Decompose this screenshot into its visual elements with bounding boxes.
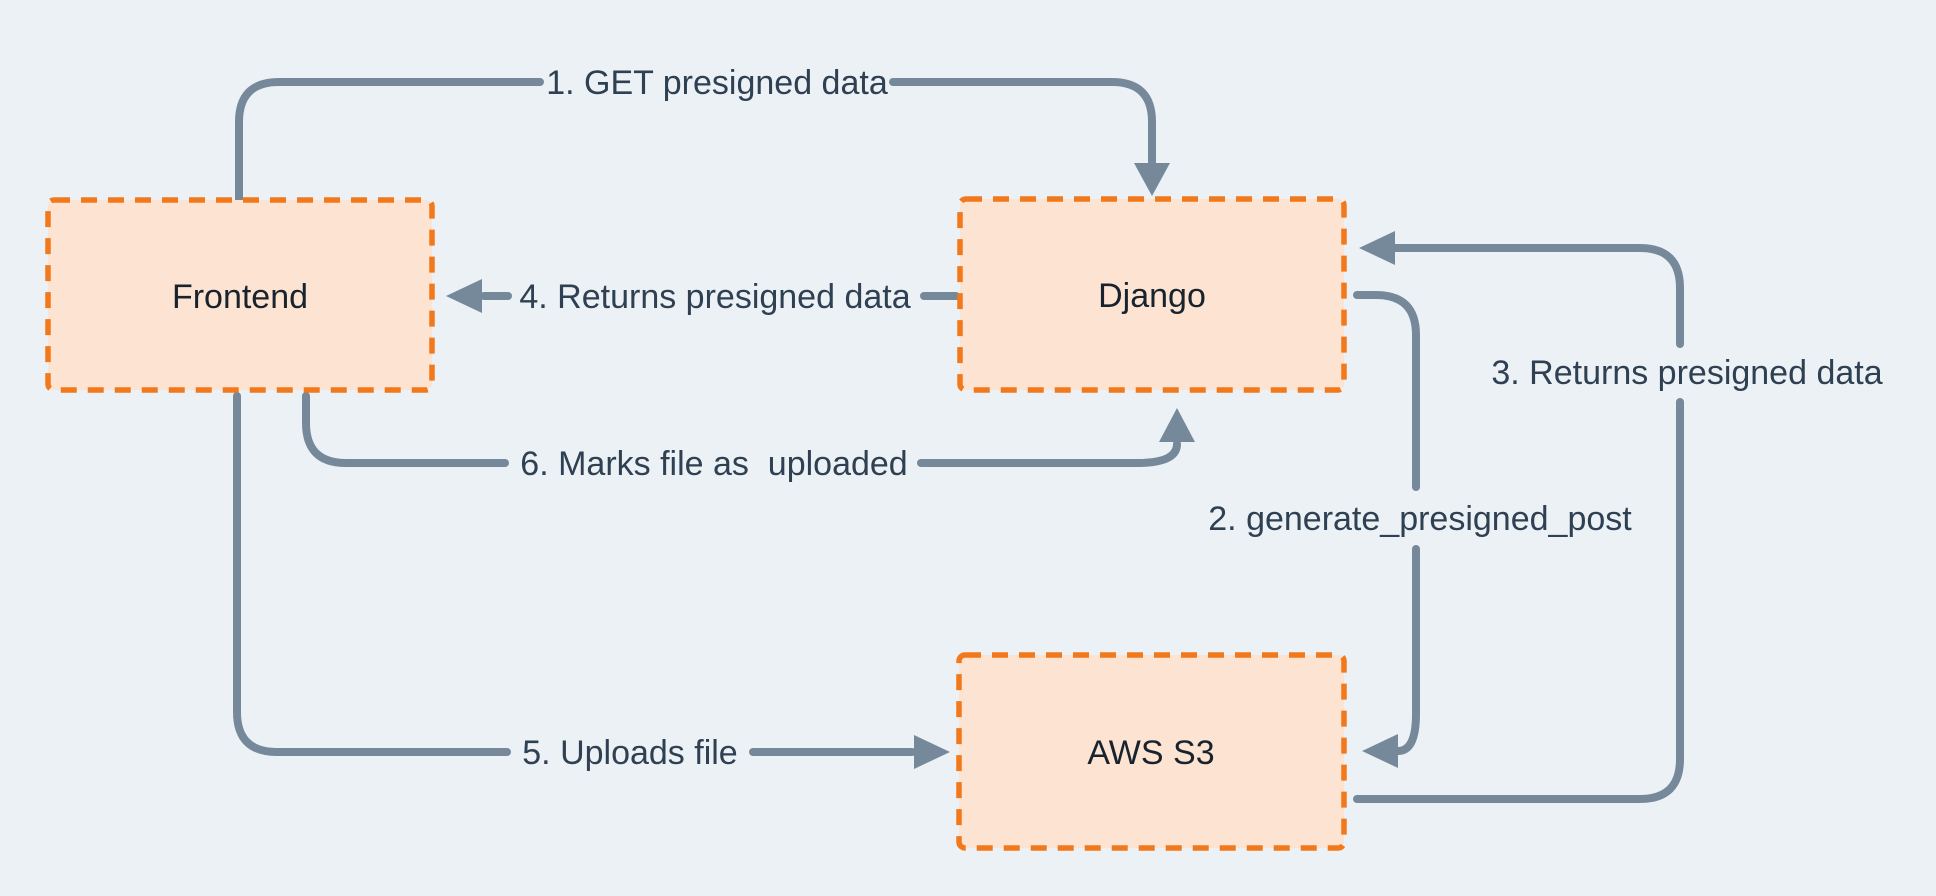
edge3-label: 3. Returns presigned data (1491, 354, 1882, 392)
node-frontend-label: Frontend (172, 278, 308, 316)
edge2-line-bottom (1394, 545, 1420, 755)
edge3-arrowhead-icon (1359, 231, 1395, 265)
node-django: Django (957, 196, 1347, 393)
edge6-line-right (917, 440, 1181, 467)
edge5-label: 5. Uploads file (522, 734, 737, 772)
edge1-label: 1. GET presigned data (546, 64, 888, 102)
node-frontend-box (45, 197, 435, 393)
edge-returns-presigned-data-to-frontend: 4. Returns presigned data (446, 278, 960, 316)
node-frontend: Frontend (45, 197, 435, 393)
edge-generate-presigned-post: 2. generate_presigned_post (1208, 291, 1632, 768)
edge3-line-bottom (1353, 398, 1684, 803)
edge6-line-left (302, 392, 509, 467)
node-aws-s3-box (956, 652, 1347, 851)
edge3-line-top (1391, 244, 1684, 348)
edge4-label: 4. Returns presigned data (519, 278, 910, 316)
node-aws-s3-label: AWS S3 (1087, 734, 1214, 772)
edge1-line-right (889, 78, 1156, 166)
node-django-label: Django (1098, 277, 1206, 315)
edge-marks-file-as-uploaded: 6. Marks file as uploaded (302, 392, 1195, 483)
edge5-arrowhead-icon (914, 735, 950, 769)
edge-returns-presigned-data-to-django: 3. Returns presigned data (1353, 231, 1883, 803)
edge1-line-left (235, 78, 544, 203)
node-django-box (957, 196, 1347, 393)
edge6-arrowhead-icon (1159, 408, 1195, 442)
edge2-line-top (1353, 291, 1420, 491)
node-aws-s3: AWS S3 (956, 652, 1347, 851)
edge4-arrowhead-icon (446, 279, 482, 313)
edge5-line-left (233, 392, 511, 756)
edge6-label: 6. Marks file as uploaded (520, 445, 907, 483)
edge1-arrowhead-icon (1134, 163, 1170, 196)
edge2-label: 2. generate_presigned_post (1208, 500, 1632, 538)
edge-uploads-file: 5. Uploads file (233, 392, 950, 772)
edge2-arrowhead-icon (1362, 734, 1398, 768)
edge-get-presigned-data: 1. GET presigned data (235, 64, 1170, 203)
